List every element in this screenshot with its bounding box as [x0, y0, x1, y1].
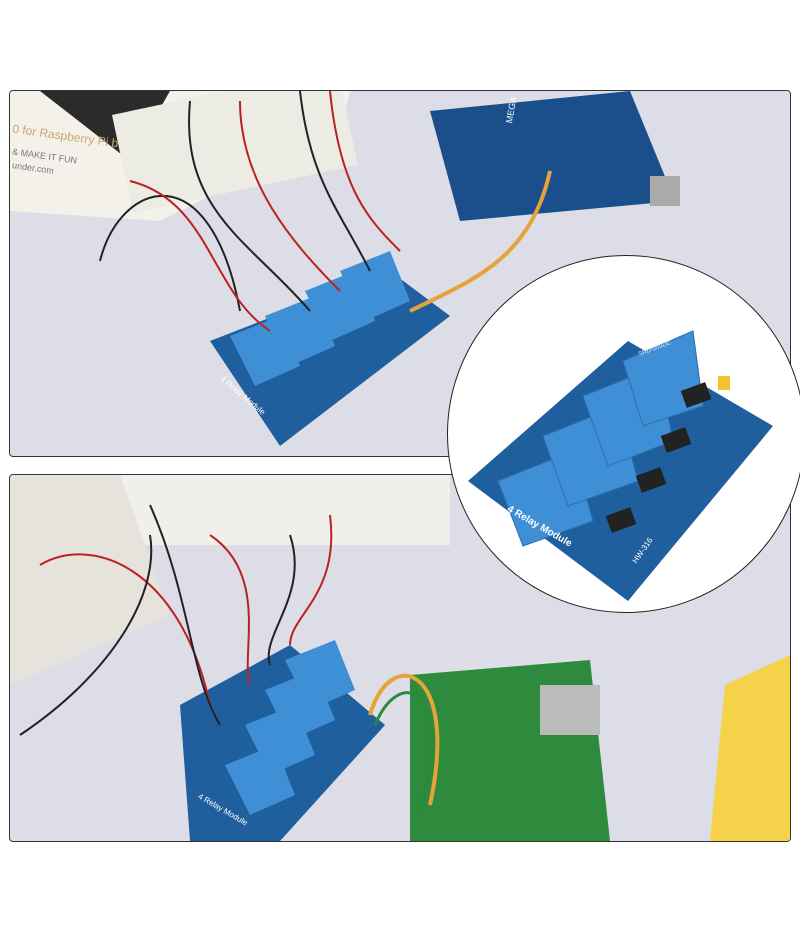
relays [230, 251, 410, 386]
wires [19, 504, 440, 816]
book-corner [710, 655, 790, 841]
wires [99, 91, 552, 332]
paper [10, 475, 170, 685]
breadboard [120, 475, 450, 545]
relay-module-closeup: 4 Relay Module HW-316 SRD-05VDC [447, 255, 800, 613]
arduino-mega-relay-scene [10, 91, 680, 446]
relay-module-photo [468, 330, 773, 601]
breadboard [112, 91, 358, 213]
relays [225, 640, 355, 815]
optocouplers [605, 382, 712, 533]
ethernet-port [540, 685, 600, 735]
relays [497, 330, 704, 547]
usb-port [650, 176, 680, 206]
relay-module [210, 271, 450, 446]
arduino-board [430, 91, 675, 221]
raspberry-pi-relay-scene [10, 475, 790, 841]
jumper [718, 376, 730, 390]
